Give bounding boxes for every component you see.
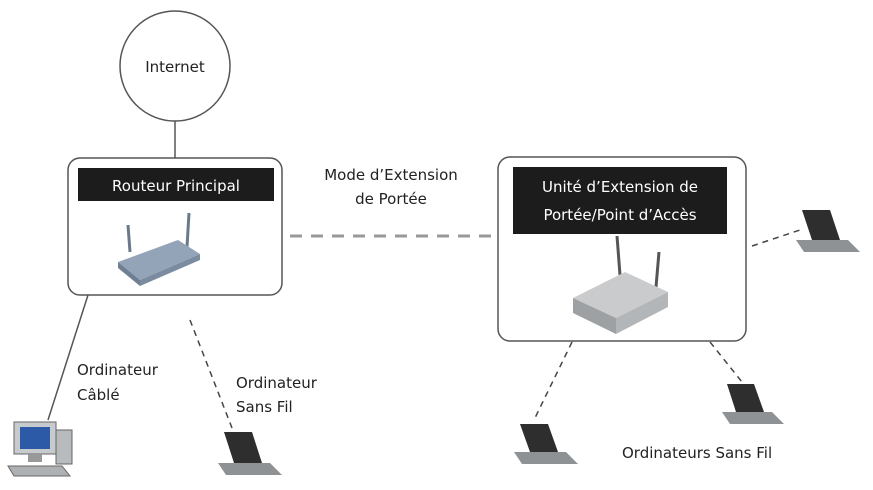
laptop-icon-bottom-left <box>514 424 578 464</box>
main-router-node: Routeur Principal <box>67 157 283 296</box>
range-mode-label-2: de Portée <box>355 190 427 208</box>
extender-node: Unité d’Extension de Portée/Point d’Accè… <box>497 156 747 342</box>
extender-label-1: Unité d’Extension de <box>542 178 698 196</box>
desktop-computer-icon <box>7 421 73 477</box>
wired-link <box>47 294 89 421</box>
internet-node: Internet <box>119 10 231 122</box>
wireless-link-bottom-right <box>709 341 743 383</box>
internet-label: Internet <box>145 58 205 76</box>
wireless-pc-label-2: Sans Fil <box>236 398 293 416</box>
wired-pc-label-2: Câblé <box>77 386 120 404</box>
wireless-link-left <box>189 319 233 429</box>
range-mode-label-1: Mode d’Extension <box>324 166 458 184</box>
wireless-pcs-label: Ordinateurs Sans Fil <box>622 444 772 462</box>
main-router-label-bg <box>78 168 274 201</box>
wireless-link-bottom-left <box>533 341 573 421</box>
wired-pc-label-1: Ordinateur <box>77 361 159 379</box>
laptop-icon-right <box>796 210 860 252</box>
extender-label-bg <box>513 167 727 234</box>
laptop-icon-bottom-right <box>722 384 784 424</box>
extender-label-2: Portée/Point d’Accès <box>543 206 696 224</box>
laptop-icon-left <box>218 432 282 475</box>
wireless-pc-label-1: Ordinateur <box>236 374 318 392</box>
access-point-device-icon <box>573 235 668 334</box>
wireless-link-right <box>751 229 801 247</box>
router-device-icon <box>118 212 200 286</box>
main-router-label: Routeur Principal <box>112 177 240 195</box>
